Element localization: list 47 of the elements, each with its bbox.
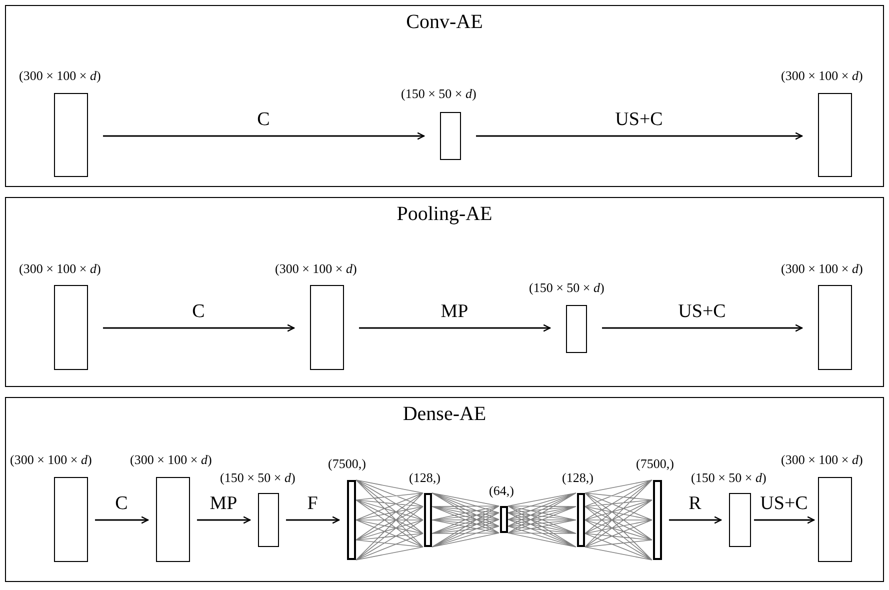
dense-connections (508, 492, 576, 548)
arrow (754, 516, 815, 524)
panel-frame (5, 197, 884, 387)
edge-label: US+C (615, 110, 663, 130)
dense-connections (584, 480, 652, 560)
edge-label: F (307, 494, 318, 514)
arrow (197, 516, 251, 524)
edge-label: C (192, 302, 205, 322)
size-label: (150 × 50 × d) (220, 470, 296, 486)
dense-connections (432, 492, 500, 548)
arrow (103, 132, 425, 140)
size-label: (150 × 50 × d) (691, 470, 766, 486)
size-label: (300 × 100 × d) (781, 261, 863, 277)
arrow (103, 324, 295, 332)
arrow (286, 516, 340, 524)
size-label: (150 × 50 × d) (529, 280, 604, 296)
edge-label: US+C (678, 302, 726, 322)
size-label: (7500,) (636, 456, 674, 472)
size-label: (300 × 100 × d) (19, 261, 101, 277)
size-label: (300 × 100 × d) (781, 68, 863, 84)
panel-frame (5, 5, 884, 187)
arrow (669, 516, 722, 524)
panel-frame (5, 397, 884, 582)
size-label: (128,) (562, 470, 594, 486)
arrow (95, 516, 149, 524)
edge-label: MP (210, 494, 238, 514)
size-label: (300 × 100 × d) (275, 261, 357, 277)
edge-label: C (115, 494, 128, 514)
size-label: (300 × 100 × d) (10, 452, 92, 468)
arrow (476, 132, 803, 140)
panel-title: Dense-AE (402, 402, 486, 426)
size-label: (300 × 100 × d) (781, 452, 863, 468)
size-label: (300 × 100 × d) (130, 452, 212, 468)
size-label: (128,) (409, 470, 440, 486)
dense-connections (356, 480, 424, 560)
panel-title: Pooling-AE (396, 202, 492, 226)
edge-label: C (257, 110, 270, 130)
edge-label: R (688, 494, 702, 514)
size-label: (300 × 100 × d) (19, 68, 101, 84)
size-label: (150 × 50 × d) (401, 86, 476, 102)
size-label: (7500,) (328, 456, 366, 472)
arrow (602, 324, 803, 332)
size-label: (64,) (489, 483, 514, 499)
edge-label: MP (440, 302, 468, 322)
panel-title: Conv-AE (406, 10, 483, 34)
edge-label: US+C (760, 494, 808, 514)
arrow (359, 324, 551, 332)
